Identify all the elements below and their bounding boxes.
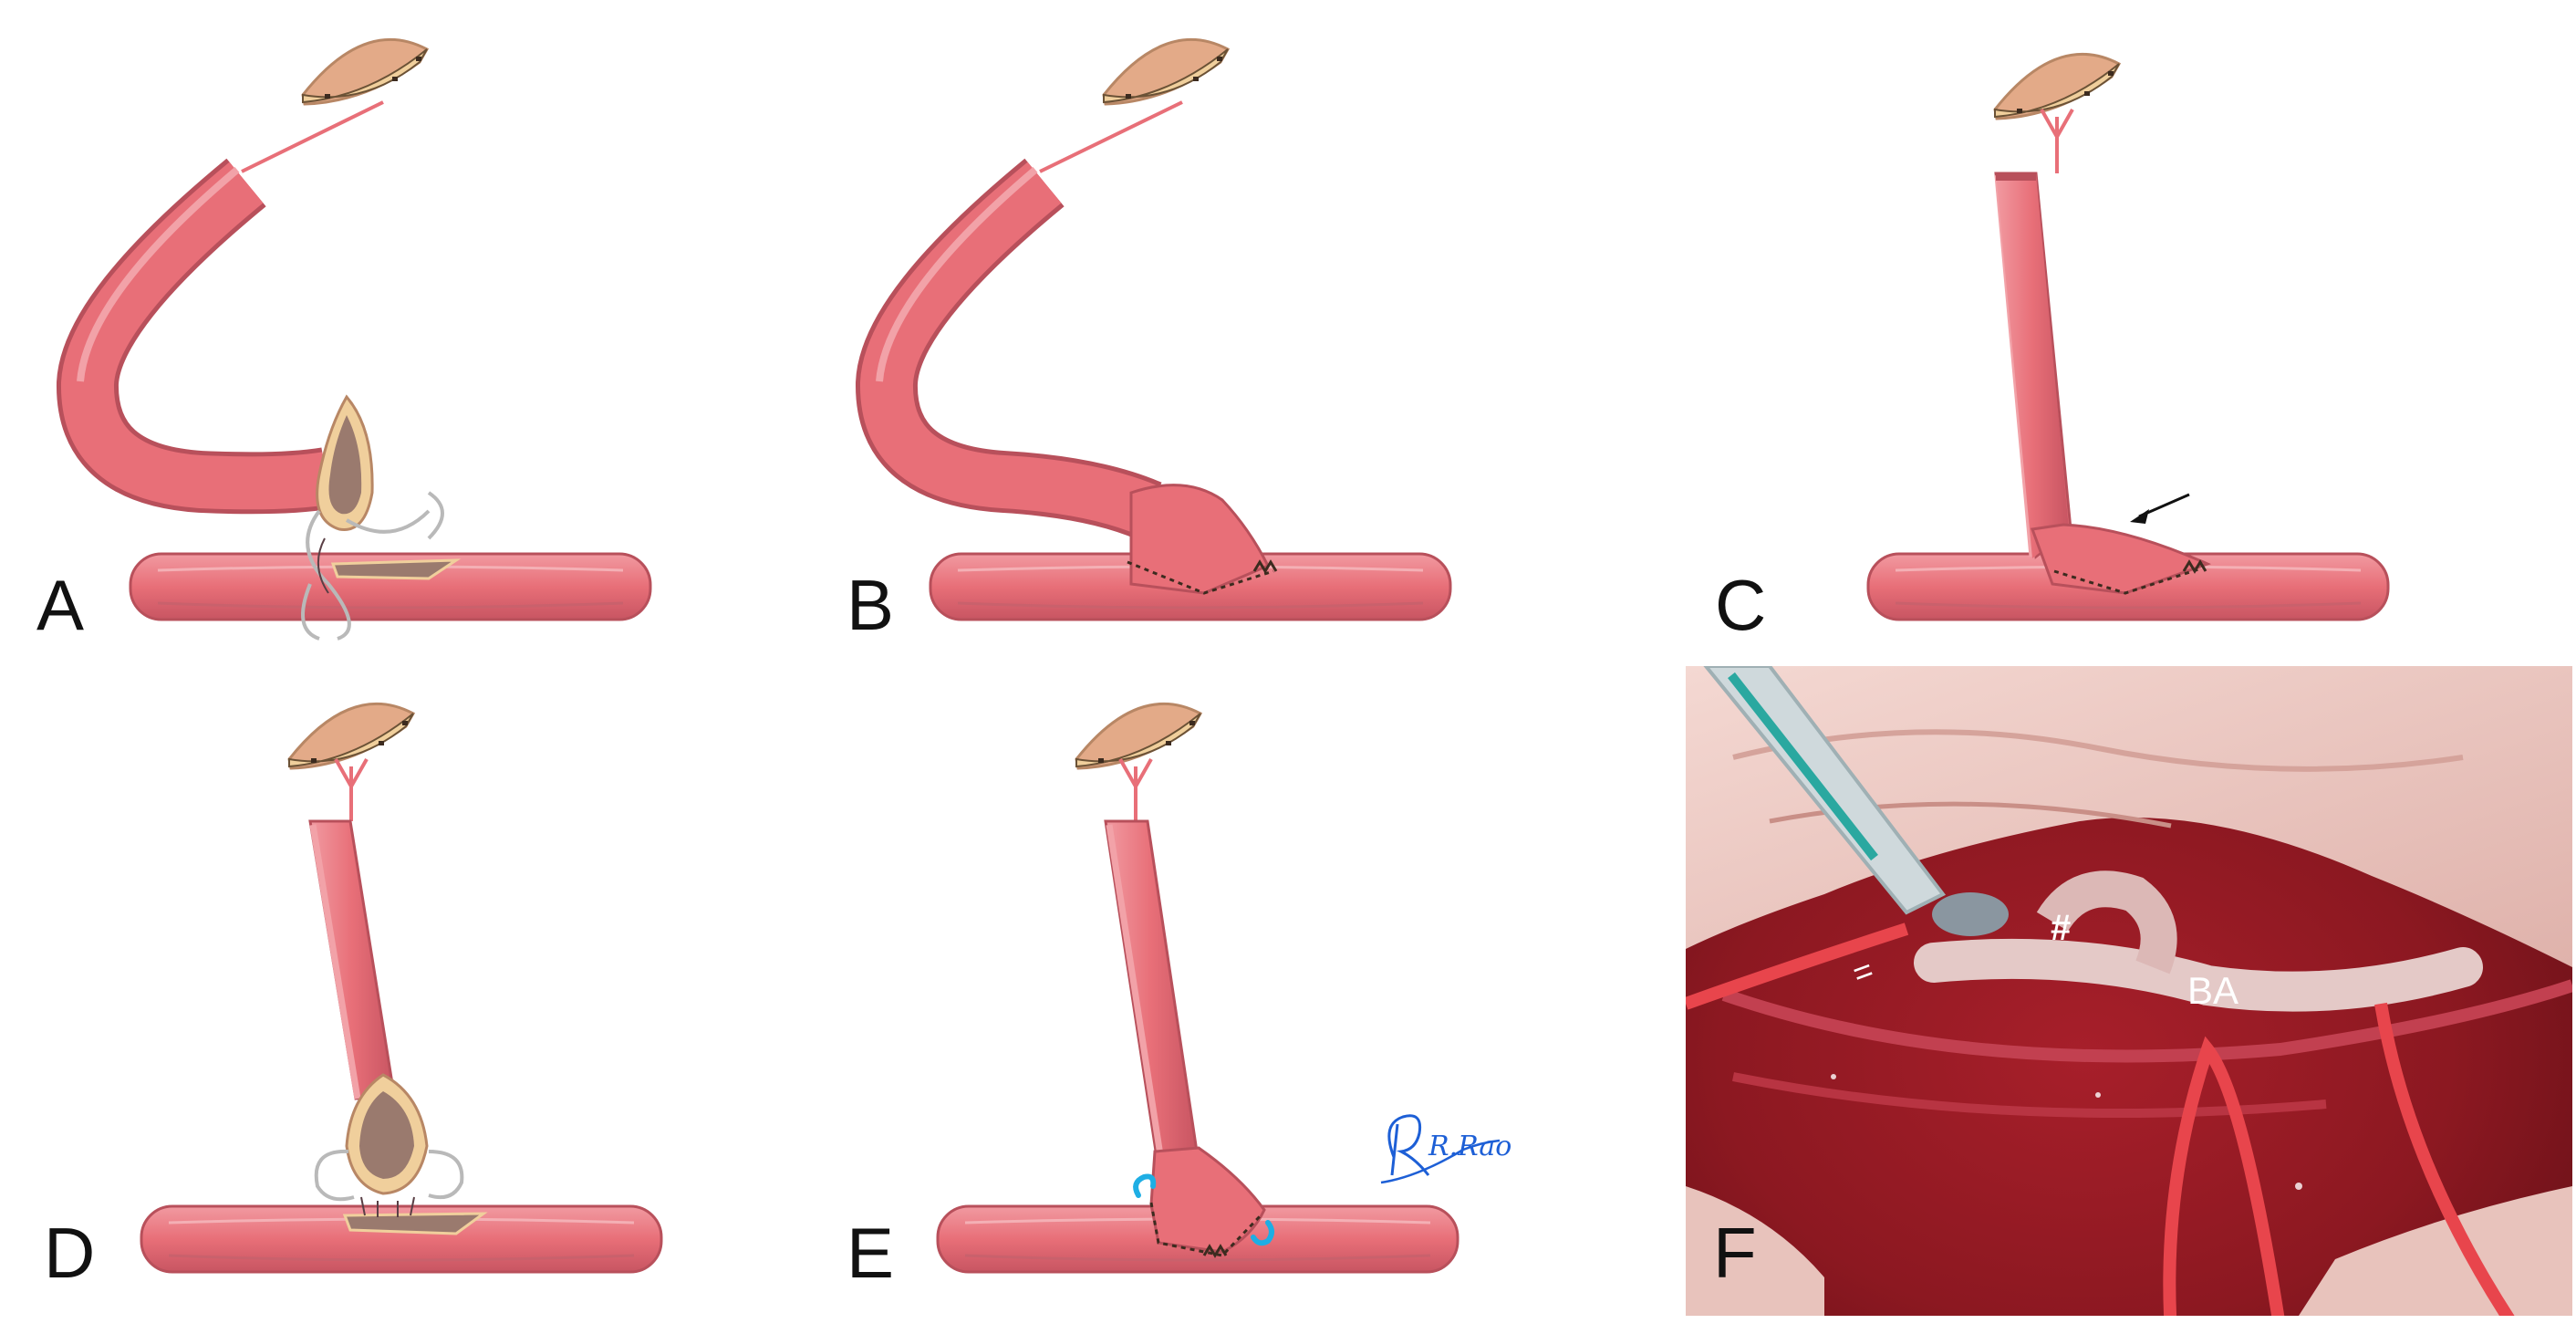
photo-label-ba: BA (2187, 969, 2238, 1012)
feeding-vessel-a (241, 100, 384, 173)
panel-letter-d: D (44, 1213, 95, 1293)
red-vessel-loop-2 (2163, 1036, 2285, 1316)
kink-arrow-c (2130, 493, 2190, 524)
feeding-vessel-d (334, 758, 369, 821)
panel-f-photo: # BA = F (1686, 666, 2572, 1316)
panel-letter-b: B (847, 565, 894, 645)
skin-flap-b (1102, 37, 1230, 106)
anastomosis-e (1149, 1146, 1266, 1254)
suture-line-e (1149, 1202, 1264, 1257)
red-vessel-loop-3 (2374, 1002, 2515, 1316)
panel-c: C (1715, 52, 2390, 645)
suture-line-c (2053, 568, 2199, 595)
panel-e: R.Rao E (847, 702, 1511, 1293)
skin-flap-d (287, 702, 415, 770)
skin-flap-e (1075, 702, 1202, 770)
signature-text: R.Rao (1428, 1131, 1511, 1162)
panel-letter-f: F (1713, 1213, 1757, 1293)
tissue-bottom (1686, 1186, 1824, 1316)
photo-label-hash: # (2051, 908, 2071, 948)
signature-mark: R.Rao (1380, 1114, 1511, 1184)
feeding-vessel-e (1118, 758, 1153, 821)
panel-d: D (44, 702, 663, 1293)
panel-letter-c: C (1715, 565, 1766, 645)
suture-loops-a (301, 491, 444, 641)
red-vessel-loop-1 (1686, 922, 1909, 1010)
vascular-clip-right-e (1251, 1220, 1274, 1246)
suture-loops-d (314, 1149, 464, 1217)
panel-b: B (847, 37, 1452, 645)
anastomosis-c (2030, 523, 2212, 595)
anastomosis-bulge-b (1129, 484, 1271, 595)
arteriotomy-d (342, 1212, 488, 1235)
feeding-vessel-b (1039, 100, 1183, 173)
basilar-artery (1914, 938, 2483, 1012)
panel-a: A (36, 37, 652, 645)
arteriotomy-a (330, 558, 462, 580)
panel-letter-e: E (847, 1213, 894, 1293)
skin-flap-a (301, 37, 429, 106)
panel-letter-a: A (36, 565, 84, 645)
feeding-vessel-c (2040, 109, 2074, 173)
vascular-clip-left-e (1133, 1173, 1157, 1198)
skin-flap-c (1993, 52, 2121, 120)
graft-body-c (1996, 173, 2069, 558)
suture-line-b (1127, 560, 1274, 595)
